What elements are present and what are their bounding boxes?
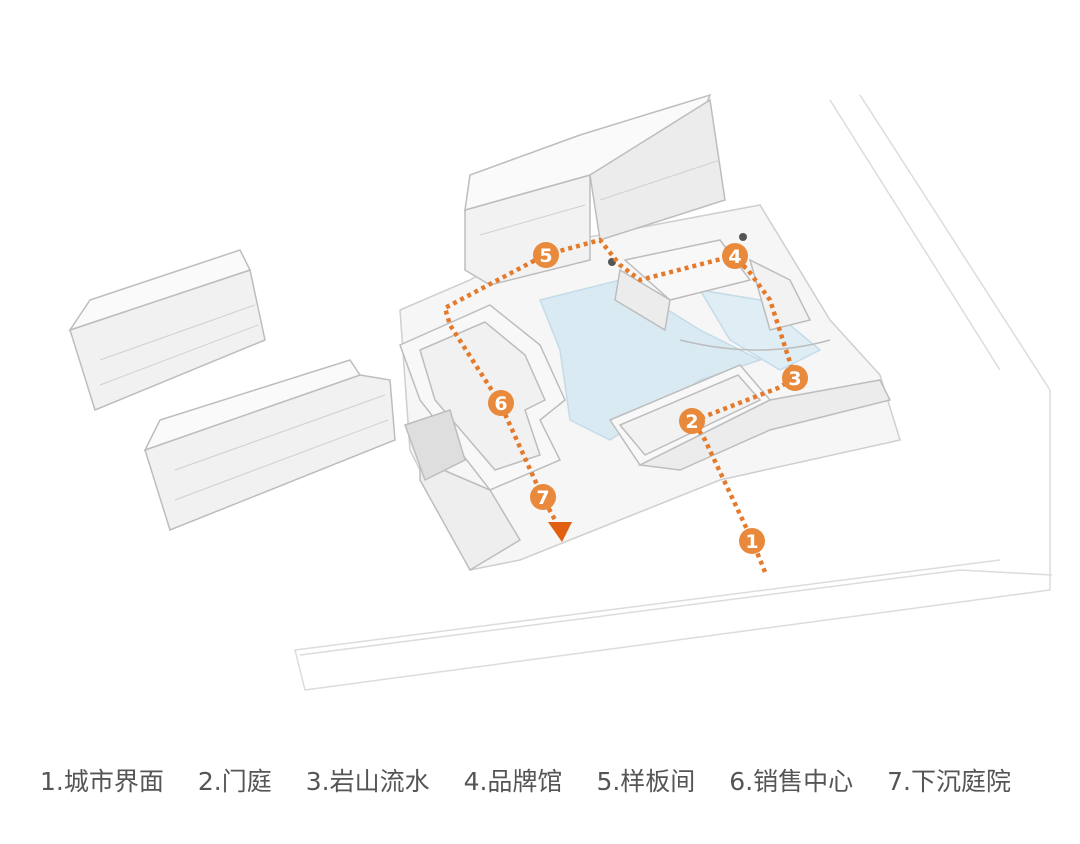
- marker-number: 6: [494, 393, 507, 415]
- legend-item-7: 7.下沉庭院: [887, 767, 1012, 796]
- route-end-arrow: [548, 522, 572, 542]
- marker-number: 1: [745, 531, 758, 553]
- brand-pavilion-building: [608, 233, 831, 351]
- residential-towers: [68, 93, 726, 531]
- marker-number: 4: [728, 246, 741, 268]
- legend-item-6: 6.销售中心: [729, 767, 854, 796]
- marker-circle: [679, 408, 705, 434]
- marker-number: 2: [685, 411, 698, 433]
- legend: 1.城市界面 2.门庭 3.岩山流水 4.品牌馆 5.样板间 6.销售中心 7.…: [40, 762, 1040, 798]
- marker-number: 5: [539, 245, 552, 267]
- route-marker-7: 7: [530, 484, 556, 510]
- route-marker-6: 6: [488, 390, 514, 416]
- marker-circle: [533, 242, 559, 268]
- route-marker-1: 1: [739, 528, 765, 554]
- legend-item-4: 4.品牌馆: [463, 767, 563, 796]
- legend-item-2: 2.门庭: [197, 767, 272, 796]
- marker-circle: [530, 484, 556, 510]
- route-marker-5: 5: [533, 242, 559, 268]
- marker-circle: [739, 528, 765, 554]
- legend-item-3: 3.岩山流水: [305, 767, 430, 796]
- route-marker-2: 2: [679, 408, 705, 434]
- marker-number: 7: [536, 487, 549, 509]
- route-marker-3: 3: [782, 365, 808, 391]
- marker-number: 3: [788, 368, 801, 390]
- site-axonometric-diagram: 1 2 3 4 5 6 7: [68, 93, 1053, 691]
- legend-item-5: 5.样板间: [596, 767, 696, 796]
- marker-circle: [488, 390, 514, 416]
- sales-center-building: [399, 304, 566, 572]
- legend-item-1: 1.城市界面: [40, 767, 164, 796]
- route-marker-4: 4: [722, 243, 748, 269]
- marker-circle: [782, 365, 808, 391]
- marker-circle: [722, 243, 748, 269]
- ground-and-roads: [294, 94, 1053, 691]
